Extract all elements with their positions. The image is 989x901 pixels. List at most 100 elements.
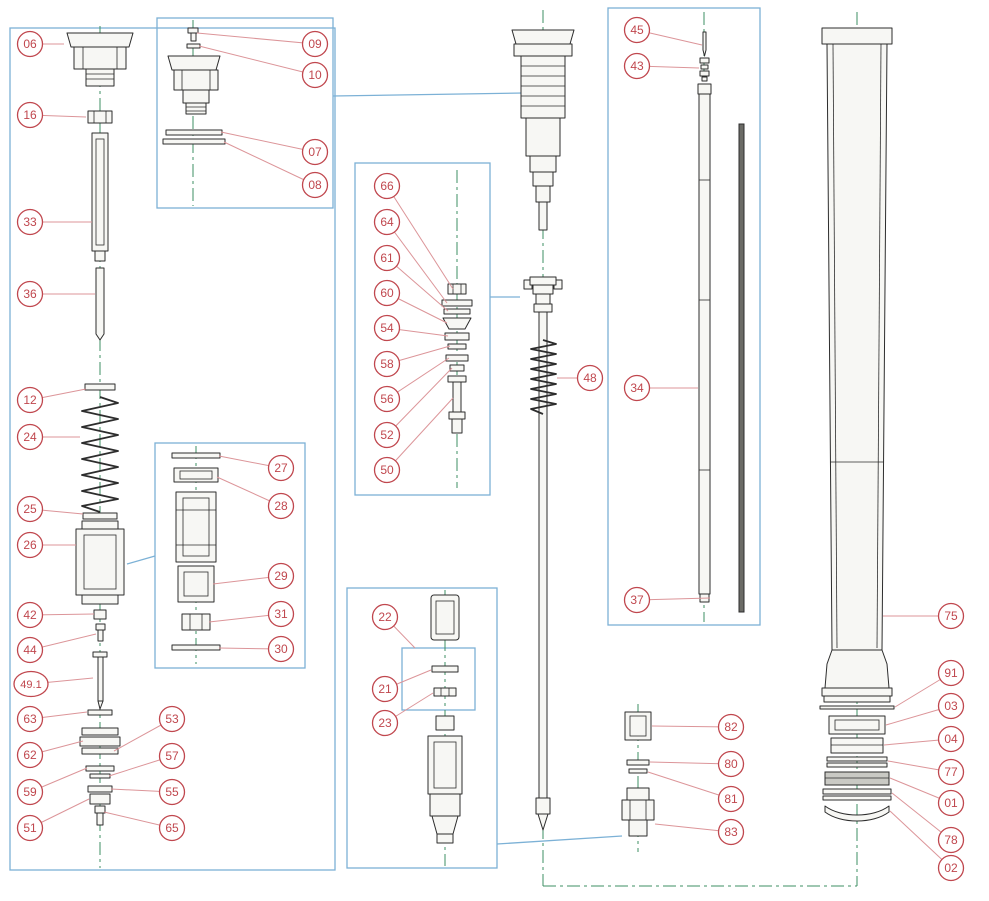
box-base-valve-detail [346,587,498,869]
callout-number-63: 63 [23,712,37,726]
callout-83: 83 [717,818,745,846]
callout-09: 09 [301,30,329,58]
callout-55: 55 [158,778,186,806]
callout-number-52: 52 [380,428,394,442]
callout-circle-62 [16,741,44,769]
part-cylinder-22 [430,594,460,641]
box-base-valve-inner-detail [401,647,476,711]
callout-number-33: 33 [23,215,37,229]
part-nut-31 [181,613,211,631]
callout-49.1: 49.1 [13,670,49,698]
detail-boxes [9,7,761,871]
part-washer-27 [171,452,221,459]
callout-number-23: 23 [378,716,392,730]
callout-number-25: 25 [23,502,37,516]
callout-circle-83 [717,818,745,846]
callout-63: 63 [16,705,44,733]
callout-57: 57 [158,742,186,770]
callout-30: 30 [267,635,295,663]
callout-37: 37 [623,586,651,614]
callout-56: 56 [373,385,401,413]
callout-circle-27 [267,454,295,482]
callout-number-28: 28 [274,499,288,513]
callout-number-65: 65 [165,821,179,835]
callout-circle-64 [373,208,401,236]
leader-line-66 [386,185,454,290]
callout-number-61: 61 [380,251,394,265]
callout-circle-48 [576,364,604,392]
callout-07: 07 [301,138,329,166]
callout-circle-04 [937,725,965,753]
blue-link-cartridge [126,555,156,565]
callout-number-91: 91 [944,666,958,680]
callout-circle-42 [16,601,44,629]
callout-number-83: 83 [724,825,738,839]
leader-line-02 [889,810,952,869]
part-cap-oring-10 [186,43,201,49]
part-damper-head [511,29,575,231]
callout-42: 42 [16,601,44,629]
part-spring-washer-02 [824,805,890,822]
callout-number-58: 58 [380,357,394,371]
callout-21: 21 [371,675,399,703]
callout-48: 48 [576,364,604,392]
callout-08: 08 [301,171,329,199]
callout-circle-75 [937,602,965,630]
callout-29: 29 [267,562,295,590]
callout-circle-66 [373,172,401,200]
leader-line-52 [386,367,453,436]
callout-65: 65 [158,814,186,842]
callout-circle-24 [16,423,44,451]
callout-circle-45 [623,16,651,44]
callout-66: 66 [373,172,401,200]
part-cap-screw-09 [187,27,199,42]
part-rebound-spring-48 [530,339,557,415]
callout-circle-12 [16,386,44,414]
callout-circle-81 [717,785,745,813]
blue-link-base-valve [496,835,623,845]
callout-62: 62 [16,741,44,769]
callout-59: 59 [16,778,44,806]
leader-line-61 [386,257,449,312]
callout-number-16: 16 [23,108,37,122]
callout-circle-06 [16,30,44,58]
callout-31: 31 [267,600,295,628]
part-outer-tube-75 [821,27,893,703]
part-damper-rod-upper-33 [91,132,109,262]
box-rebound-valve-detail [354,162,491,496]
callout-circle-65 [158,814,186,842]
callout-number-43: 43 [630,59,644,73]
part-washer-07 [165,129,223,136]
callout-circle-33 [16,208,44,236]
callout-number-80: 80 [724,757,738,771]
part-small-parts-43 [699,57,710,82]
callout-circle-34 [623,374,651,402]
part-disc-54 [444,332,470,341]
part-stop-42 [93,609,107,620]
callout-number-62: 62 [23,748,37,762]
part-piston-housing [175,491,217,563]
callout-number-02: 02 [944,861,958,875]
part-rings-77 [826,756,888,768]
callout-number-54: 54 [380,321,394,335]
part-fork-cap [66,32,134,87]
leader-line-10 [198,45,316,76]
callout-12: 12 [16,386,44,414]
callout-number-36: 36 [23,287,37,301]
callout-number-49.1: 49.1 [20,679,41,691]
callout-50: 50 [373,456,401,484]
part-bolt-44 [95,623,106,642]
part-thin-rod-37 [738,123,745,613]
callout-number-44: 44 [23,643,37,657]
part-washer-30 [171,644,221,651]
part-block-29 [177,565,215,603]
callout-circle-23 [371,709,399,737]
leader-line-07 [220,131,316,153]
part-base-bolt-83 [621,787,655,837]
part-washer-81 [628,768,648,774]
callout-circle-55 [158,778,186,806]
callout-number-27: 27 [274,461,288,475]
part-washer-56 [445,354,469,362]
callout-number-45: 45 [630,23,644,37]
callout-43: 43 [623,52,651,80]
